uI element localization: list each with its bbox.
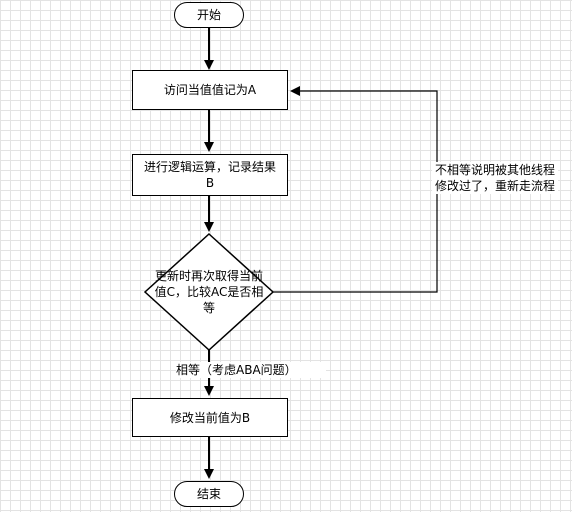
compute-label: 进行逻辑运算，记录结果B — [143, 160, 276, 190]
update-label: 修改当前值为B — [169, 410, 251, 425]
compute-step: 进行逻辑运算，记录结果B — [132, 154, 288, 196]
start-label: 开始 — [196, 8, 221, 22]
not-equal-branch-label: 不相等说明被其他线程修改过了，重新走流程 — [432, 162, 558, 194]
arrow-retry-loop — [273, 86, 438, 293]
equal-branch-label: 相等（考虑ABA问题） — [176, 362, 326, 378]
start-node: 开始 — [174, 2, 244, 28]
read-value-label: 访问当值值记为A — [163, 83, 257, 97]
end-node: 结束 — [174, 481, 244, 507]
update-step: 修改当前值为B — [132, 398, 288, 437]
read-value-step: 访问当值值记为A — [132, 70, 288, 110]
decision-label: 更新时再次取得当前值C，比较AC是否相等 — [154, 269, 264, 315]
end-label: 结束 — [196, 487, 221, 501]
